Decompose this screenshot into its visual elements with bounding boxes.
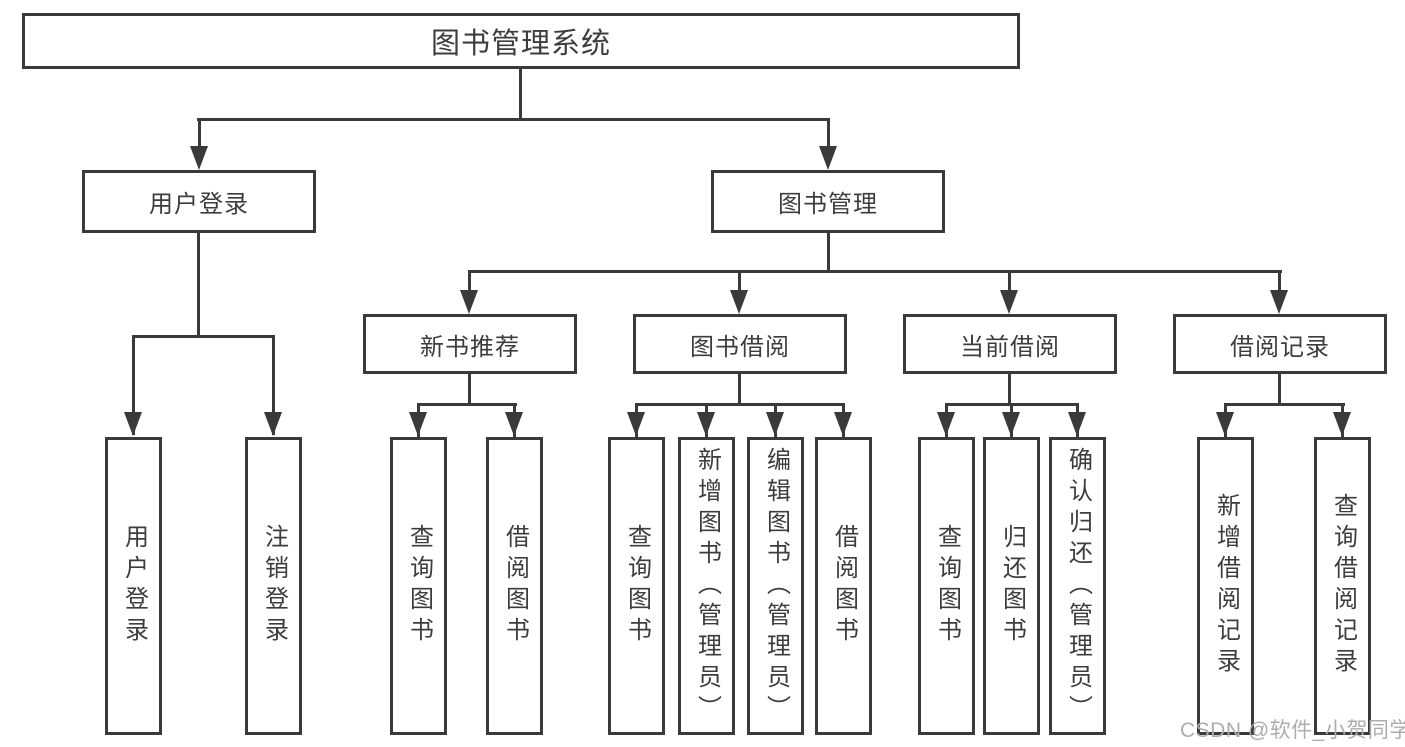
node-label: 借阅图书 bbox=[501, 524, 529, 648]
leaf-query-books-recommend: 查询图书 bbox=[390, 437, 447, 735]
leaf-query-books-borrowing: 查询图书 bbox=[608, 437, 665, 735]
leaf-user-login: 用户登录 bbox=[105, 437, 162, 735]
node-library-management-system: 图书管理系统 bbox=[22, 13, 1020, 69]
connector-level2-bar bbox=[197, 118, 830, 121]
node-label: 确认归还（管理员） bbox=[1064, 446, 1092, 726]
node-label: 图书管理 bbox=[778, 191, 878, 218]
node-label: 注销登录 bbox=[260, 524, 288, 648]
arrow-down-icon bbox=[1000, 290, 1018, 314]
leaf-borrow-books-borrowing: 借阅图书 bbox=[815, 437, 872, 735]
connector-shaft bbox=[738, 270, 741, 295]
leaf-edit-book-admin: 编辑图书（管理员） bbox=[747, 437, 804, 735]
node-label: 查询借阅记录 bbox=[1329, 493, 1357, 679]
connector-bar bbox=[1224, 403, 1345, 406]
arrow-down-icon bbox=[124, 412, 142, 436]
connector-stem bbox=[1008, 374, 1011, 406]
node-label: 新增图书（管理员） bbox=[693, 446, 721, 726]
leaf-borrow-books-recommend: 借阅图书 bbox=[486, 437, 543, 735]
node-borrowing-records: 借阅记录 bbox=[1173, 314, 1387, 374]
arrow-down-icon bbox=[409, 412, 427, 436]
arrow-down-icon bbox=[1068, 412, 1086, 436]
arrow-down-icon bbox=[1333, 412, 1351, 436]
node-label: 借阅图书 bbox=[830, 524, 858, 648]
leaf-logout: 注销登录 bbox=[245, 437, 302, 735]
arrow-down-icon bbox=[937, 412, 955, 436]
connector-root-stem bbox=[519, 69, 522, 118]
connector-level3-bar bbox=[468, 270, 1282, 273]
arrow-down-icon bbox=[1002, 412, 1020, 436]
arrow-down-icon bbox=[1270, 290, 1288, 314]
connector-shaft bbox=[827, 118, 830, 152]
node-label: 编辑图书（管理员） bbox=[762, 446, 790, 726]
connector-stem bbox=[738, 374, 741, 406]
node-label: 归还图书 bbox=[998, 524, 1026, 648]
node-label: 图书管理系统 bbox=[430, 28, 611, 60]
node-book-borrowing: 图书借阅 bbox=[633, 314, 847, 374]
connector-shaft bbox=[1008, 270, 1011, 295]
arrow-down-icon bbox=[627, 412, 645, 436]
leaf-add-book-admin: 新增图书（管理员） bbox=[678, 437, 735, 735]
node-label: 查询图书 bbox=[623, 524, 651, 648]
connector-shaft bbox=[1278, 270, 1281, 295]
arrow-down-icon bbox=[505, 412, 523, 436]
connector-shaft bbox=[132, 335, 135, 435]
node-book-management: 图书管理 bbox=[711, 170, 945, 233]
arrow-down-icon bbox=[460, 290, 478, 314]
leaf-add-borrow-record: 新增借阅记录 bbox=[1197, 437, 1254, 735]
connector-stem bbox=[468, 374, 471, 406]
node-label: 用户登录 bbox=[149, 191, 249, 218]
node-current-borrowing: 当前借阅 bbox=[903, 314, 1117, 374]
connector-shaft bbox=[468, 270, 471, 295]
arrow-down-icon bbox=[1216, 412, 1234, 436]
connector-bar bbox=[635, 403, 845, 406]
arrow-down-icon bbox=[264, 412, 282, 436]
connector-user-login-bar bbox=[132, 335, 275, 338]
leaf-query-books-current: 查询图书 bbox=[918, 437, 975, 735]
leaf-confirm-return-admin: 确认归还（管理员） bbox=[1049, 437, 1106, 735]
connector-shaft bbox=[272, 335, 275, 435]
connector-bar bbox=[417, 403, 517, 406]
leaf-return-books: 归还图书 bbox=[983, 437, 1040, 735]
node-label: 查询图书 bbox=[405, 524, 433, 648]
arrow-down-icon bbox=[730, 290, 748, 314]
node-label: 用户登录 bbox=[120, 524, 148, 648]
node-label: 当前借阅 bbox=[960, 333, 1060, 361]
connector-shaft bbox=[198, 118, 201, 152]
node-label: 新书推荐 bbox=[420, 333, 520, 361]
node-label: 借阅记录 bbox=[1230, 333, 1330, 361]
arrow-down-icon bbox=[819, 146, 837, 170]
leaf-query-borrow-record: 查询借阅记录 bbox=[1314, 437, 1371, 735]
arrow-down-icon bbox=[190, 146, 208, 170]
node-user-login: 用户登录 bbox=[82, 170, 316, 233]
arrow-down-icon bbox=[766, 412, 784, 436]
node-label: 图书借阅 bbox=[690, 333, 790, 361]
arrow-down-icon bbox=[697, 412, 715, 436]
arrow-down-icon bbox=[834, 412, 852, 436]
node-label: 新增借阅记录 bbox=[1212, 493, 1240, 679]
connector-book-mgmt-stem bbox=[827, 233, 830, 273]
connector-user-login-stem bbox=[197, 233, 200, 338]
node-label: 查询图书 bbox=[933, 524, 961, 648]
watermark: CSDN @软件_小贺同学 bbox=[1180, 719, 1405, 742]
connector-stem bbox=[1278, 374, 1281, 406]
node-new-book-recommendation: 新书推荐 bbox=[363, 314, 577, 374]
